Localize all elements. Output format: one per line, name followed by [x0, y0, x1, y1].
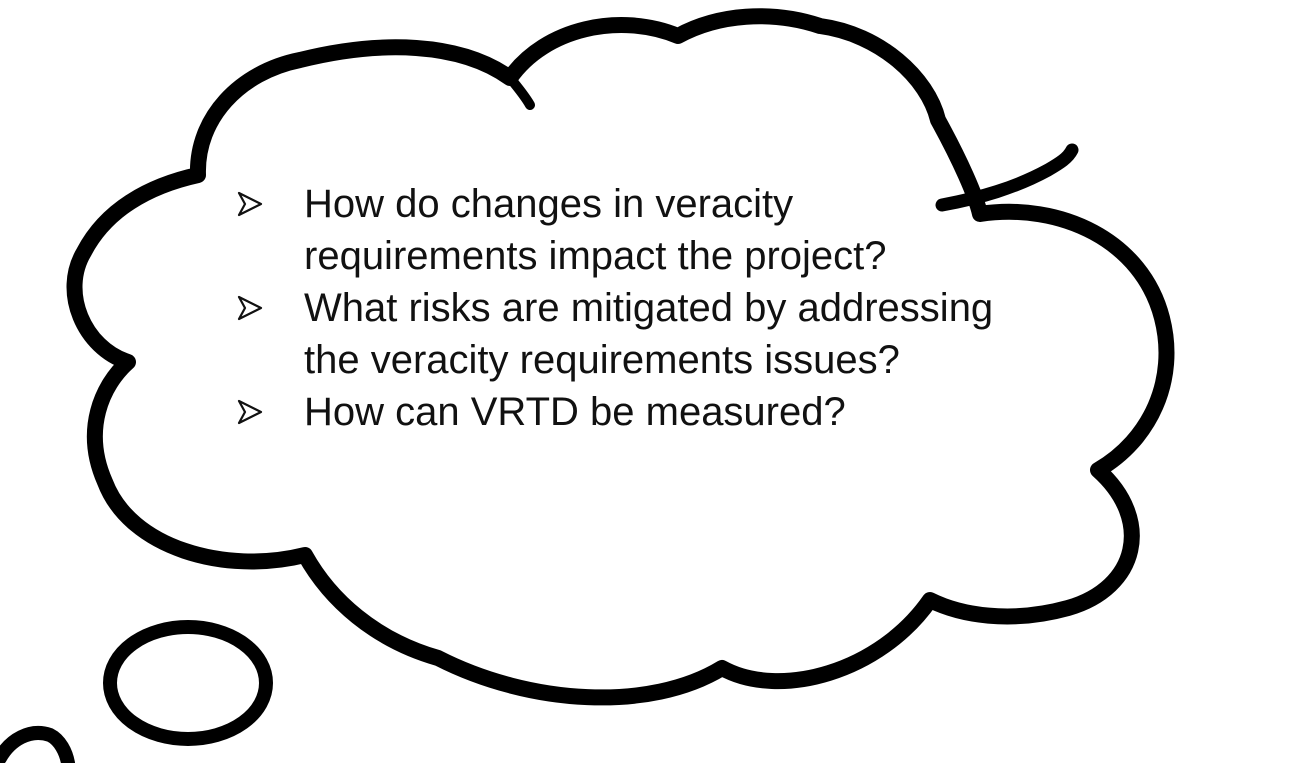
arrowhead-bullet-icon [237, 399, 263, 425]
question-item-1: How do changes in veracity requirements … [228, 178, 1128, 282]
question-3-line-1: How can VRTD be measured? [304, 390, 846, 434]
thought-cloud-tuck-left [505, 73, 535, 110]
thought-cloud-outline [66, 8, 1175, 706]
question-1-line-2: requirements impact the project? [304, 234, 887, 278]
arrowhead-bullet-icon [237, 191, 263, 217]
thought-bubble-partial [0, 726, 75, 763]
question-item-2: What risks are mitigated by addressing t… [228, 282, 1128, 386]
question-item-3: How can VRTD be measured? [228, 386, 1128, 438]
thought-bubble-small [103, 620, 273, 746]
question-1-line-1: How do changes in veracity [304, 182, 794, 226]
question-2-line-2: the veracity requirements issues? [304, 338, 900, 382]
arrowhead-bullet-icon [237, 295, 263, 321]
thought-cloud-tuck [935, 143, 1079, 212]
question-list: How do changes in veracity requirements … [228, 178, 1128, 438]
question-2-line-1: What risks are mitigated by addressing [304, 286, 994, 330]
